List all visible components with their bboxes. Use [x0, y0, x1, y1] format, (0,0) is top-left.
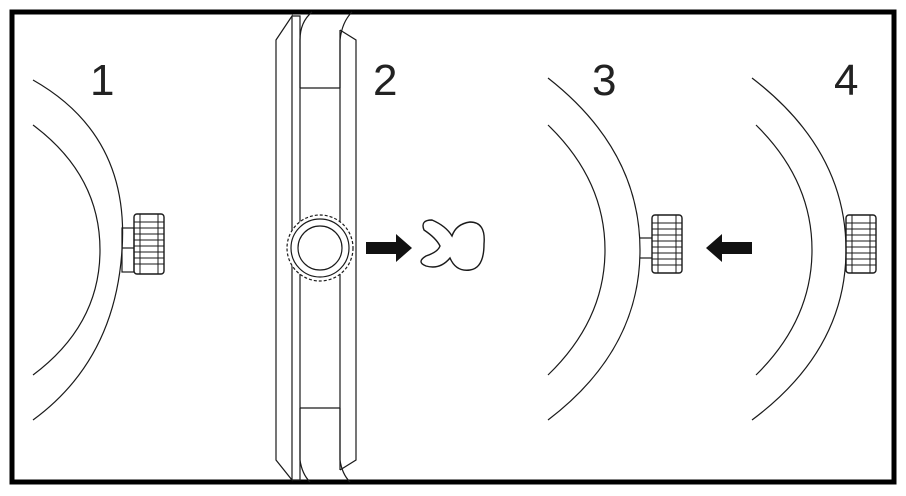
panel-3: 3: [547, 56, 752, 421]
case-inner-arc-3: [547, 124, 606, 376]
diagram-border: [9, 9, 897, 485]
panel-2: 2: [275, 11, 485, 483]
panel-4: 4: [751, 56, 877, 421]
case-outer-arc-3: [547, 77, 641, 421]
watch-crown-icon: [133, 213, 165, 275]
step-label-4: 4: [834, 56, 858, 105]
case-inner-arc-4: [755, 124, 813, 376]
strap-bottom: [299, 408, 311, 483]
case-side-right: [339, 29, 357, 471]
strap-top: [299, 11, 313, 88]
arrow-left-icon: [706, 234, 752, 262]
arrow-right-icon: [366, 234, 412, 262]
step-label-1: 1: [90, 56, 114, 105]
case-inner-arc-1: [32, 124, 101, 376]
watch-crown-icon: [845, 214, 877, 274]
crown-spacer-clip-icon: [420, 219, 485, 271]
watch-crown-icon: [651, 214, 683, 274]
watch-crown-icon: [286, 214, 354, 282]
panel-1: 1: [32, 56, 165, 421]
step-label-2: 2: [373, 56, 397, 105]
step-label-3: 3: [592, 56, 616, 105]
